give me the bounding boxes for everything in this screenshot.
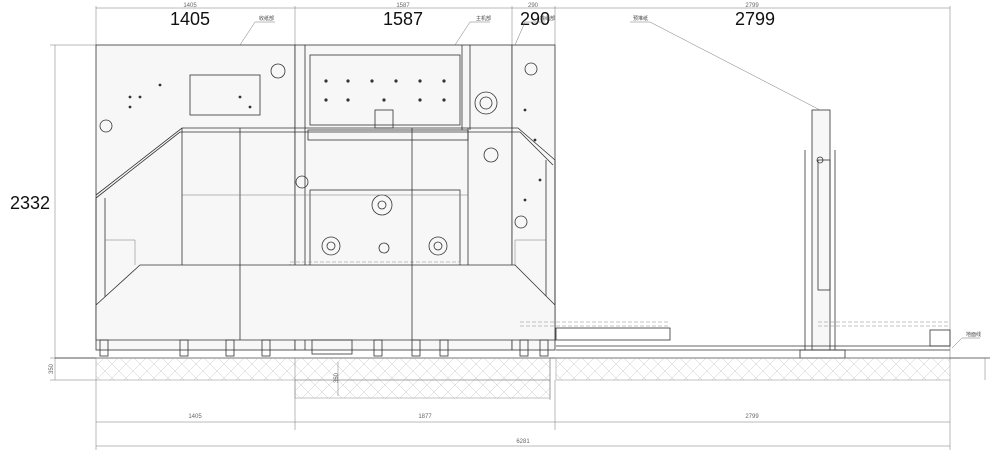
dim-height-small: 350 bbox=[49, 363, 55, 374]
dim-top-small-3: 290 bbox=[528, 3, 539, 9]
guard-rails bbox=[95, 127, 556, 341]
label-ground: 地面线 bbox=[966, 331, 981, 338]
dim-pit-depth: 350 bbox=[334, 372, 340, 383]
dim-top-large-3: 290 bbox=[520, 9, 550, 29]
dim-bottom-2: 1877 bbox=[418, 414, 432, 420]
machine-feet bbox=[99, 339, 549, 357]
dim-top-large-1: 1405 bbox=[170, 9, 210, 29]
top-dimension-lines bbox=[95, 6, 951, 360]
left-dimension-lines bbox=[50, 44, 96, 381]
dim-bottom-3: 2799 bbox=[745, 414, 759, 420]
dim-overall: 6281 bbox=[516, 439, 530, 445]
dim-top-large-2: 1587 bbox=[383, 9, 423, 29]
leader-lines bbox=[239, 21, 980, 349]
dim-top-large-4: 2799 bbox=[735, 9, 775, 29]
dim-top-small-1: 1405 bbox=[183, 3, 197, 9]
dim-bottom-1: 1405 bbox=[188, 414, 202, 420]
label-delivery: 收纸部 bbox=[259, 15, 274, 22]
label-feeding: 输纸部 bbox=[540, 15, 555, 22]
label-pre-stack: 预堆纸 bbox=[633, 15, 648, 22]
dim-top-small-2: 1587 bbox=[396, 3, 410, 9]
pre-stack-unit bbox=[520, 109, 951, 359]
label-main-unit: 主机部 bbox=[476, 15, 491, 22]
dim-top-small-4: 2799 bbox=[745, 3, 759, 9]
ground-section bbox=[55, 357, 990, 400]
bottom-dimension-lines bbox=[95, 380, 951, 450]
dim-height-large: 2332 bbox=[10, 193, 50, 213]
